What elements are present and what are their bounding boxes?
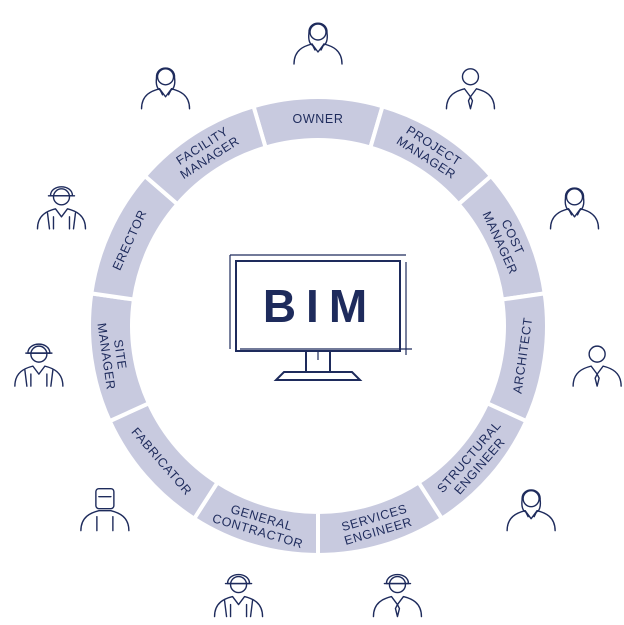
woman-person-icon [293, 22, 343, 65]
label-line: SITE [111, 339, 129, 371]
label-line: OWNER [293, 112, 344, 126]
woman-person-icon [140, 67, 191, 110]
woman-person-icon [506, 489, 556, 532]
woman-person-icon [549, 187, 600, 230]
worker-hardhat-person-icon [36, 186, 87, 230]
label-owner: OWNER [293, 112, 344, 126]
worker-hardhat-person-icon [213, 573, 264, 618]
man-person-icon [572, 345, 622, 387]
man-hardhat-person-icon [372, 573, 423, 618]
worker-hardhat-person-icon [14, 343, 64, 387]
man-person-icon [445, 68, 496, 110]
segment-facility-manager [142, 103, 269, 208]
bim-monitor-icon: BIM [229, 254, 412, 381]
bim-label: BIM [263, 280, 377, 332]
role-ring [87, 95, 549, 558]
people-icons [14, 22, 622, 618]
welder-person-icon [80, 487, 130, 532]
